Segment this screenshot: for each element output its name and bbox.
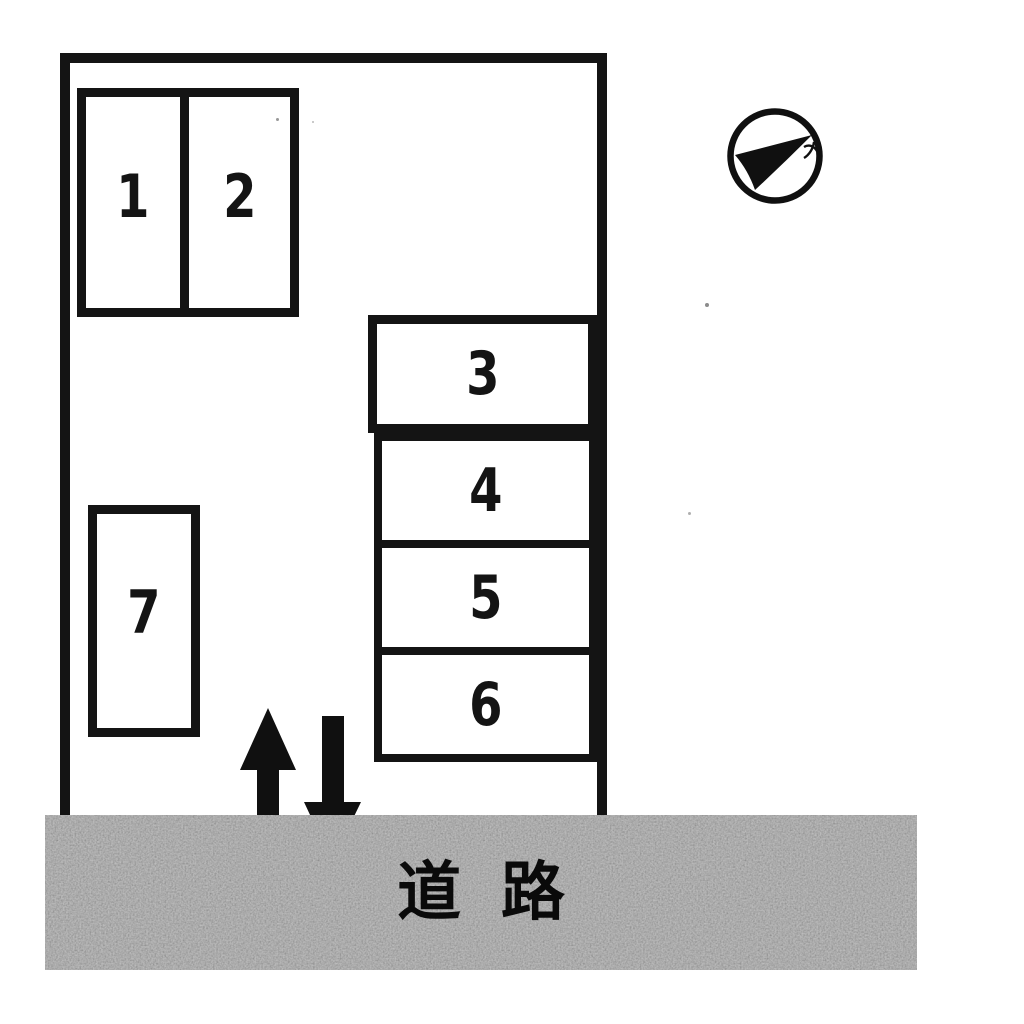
parking-column-4-6: 4 5 6 xyxy=(374,433,597,762)
parking-space-7: 7 xyxy=(88,505,200,737)
scan-speck xyxy=(312,121,314,123)
space-1-label: 1 xyxy=(116,161,150,232)
road-texture xyxy=(45,815,917,970)
space-4-label: 4 xyxy=(468,455,503,526)
scan-speck xyxy=(276,118,279,121)
space-3-label: 3 xyxy=(465,339,500,409)
parking-space-5: 5 xyxy=(382,540,589,647)
parking-space-6: 6 xyxy=(382,647,589,754)
parking-space-4: 4 xyxy=(382,441,589,540)
scan-speck xyxy=(705,303,709,307)
space-5-label: 5 xyxy=(468,562,503,633)
north-arrow-icon xyxy=(727,108,823,204)
space-2-label: 2 xyxy=(222,161,257,232)
north-compass xyxy=(726,107,824,205)
road-label: 道路 xyxy=(397,854,605,930)
parking-space-2: 2 xyxy=(189,97,290,308)
road: 道路 xyxy=(45,815,917,970)
parking-pair-1-2: 1 2 xyxy=(77,88,299,317)
space-6-label: 6 xyxy=(468,669,503,740)
lot-boundary xyxy=(60,53,607,815)
scan-speck xyxy=(688,512,691,515)
parking-space-3: 3 xyxy=(368,315,597,433)
parking-space-1: 1 xyxy=(86,97,189,308)
entry-arrow-up-icon xyxy=(240,708,296,860)
space-7-label: 7 xyxy=(127,578,161,648)
